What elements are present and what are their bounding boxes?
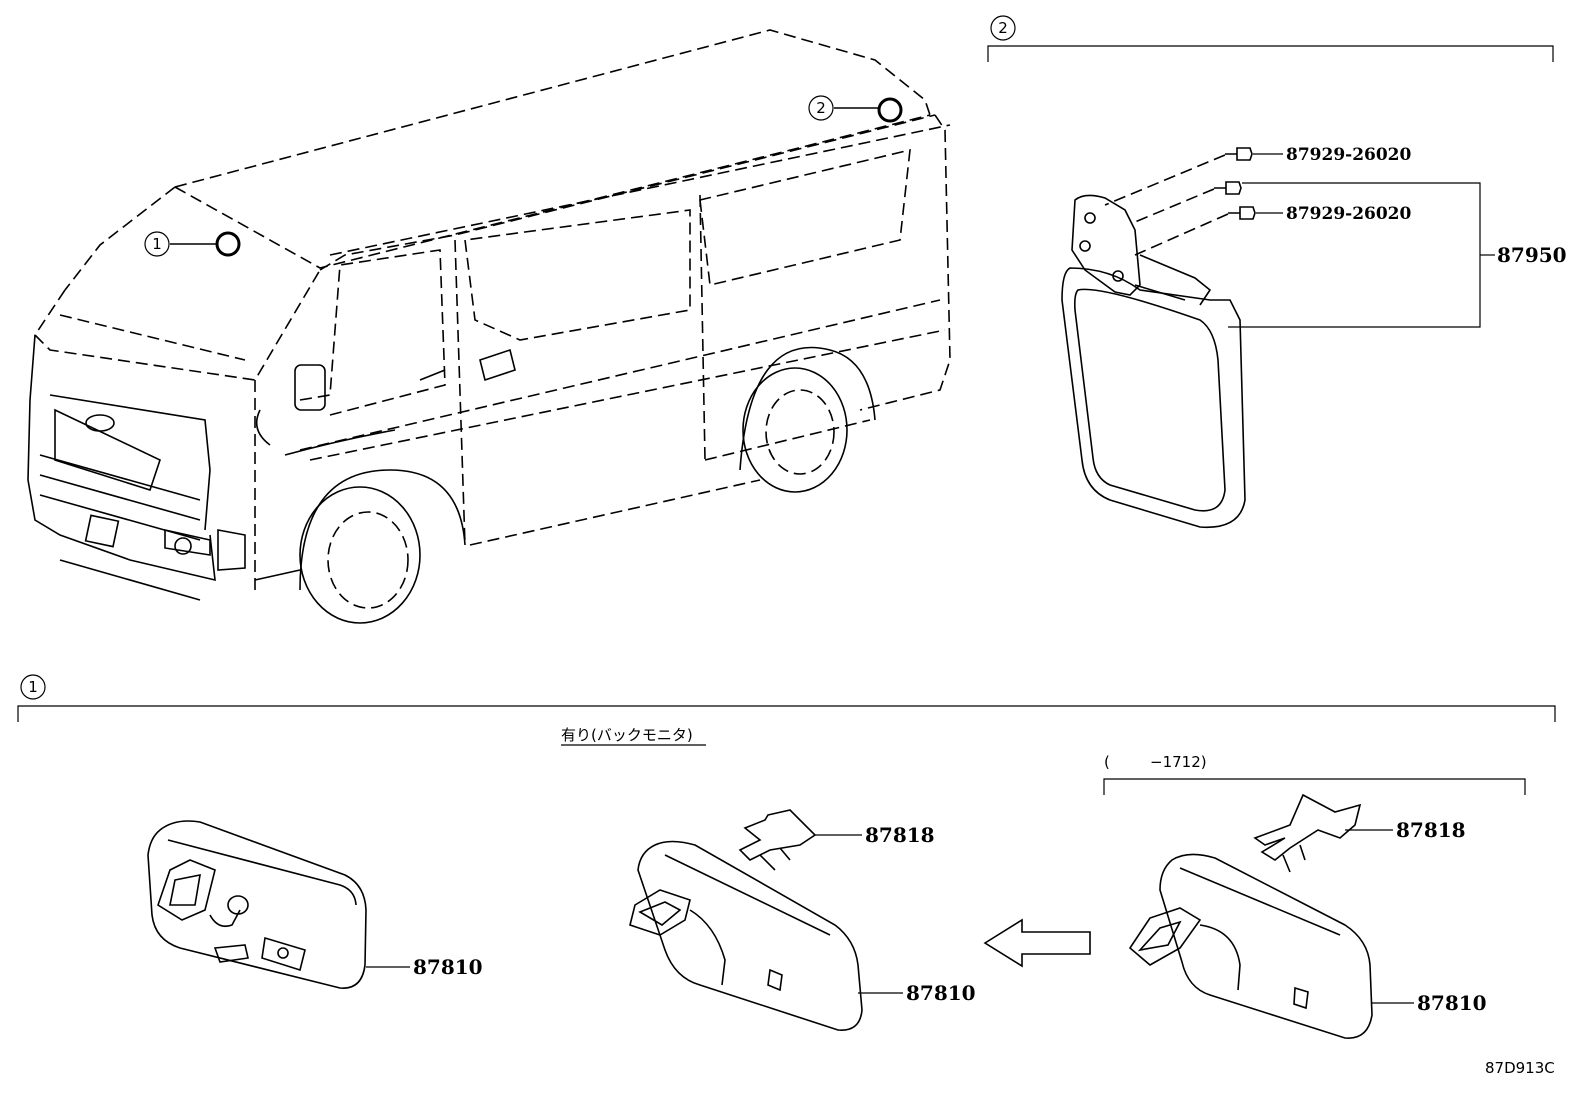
inner-mirror-icon	[1128, 853, 1373, 1039]
callout-number: 2	[998, 19, 1008, 37]
note-range-end: −1712)	[1150, 753, 1207, 771]
diagram-code: 87D913C	[1485, 1059, 1555, 1077]
part-number-cover-2: 87818	[1396, 818, 1466, 842]
part-number-cover-1: 87818	[865, 823, 935, 847]
part-number-inner-mirror-3: 87810	[1417, 991, 1487, 1015]
part-number-inner-mirror-2: 87810	[906, 981, 976, 1005]
callout-marker-1	[215, 231, 241, 257]
note-back-monitor: 有り(バックモニタ)	[561, 726, 693, 744]
callout-2-van: 2	[808, 95, 834, 121]
callout-number: 1	[28, 678, 38, 696]
callout-number: 2	[816, 99, 826, 117]
section-1-header: 1	[17, 674, 1556, 722]
note-range-open: (	[1104, 753, 1110, 771]
range-note: ( −1712)	[1103, 753, 1526, 795]
cover-icon	[1253, 793, 1362, 873]
inner-mirror-icon	[629, 840, 863, 1031]
part-number-bolt-lower: 87929-26020	[1286, 204, 1412, 224]
callout-number: 1	[152, 235, 162, 253]
back-monitor-note: 有り(バックモニタ)	[561, 726, 706, 746]
arrow-left-icon	[983, 918, 1091, 968]
bolt-icon	[1104, 147, 1256, 256]
part-number-outer-mirror: 87950	[1497, 243, 1567, 267]
callout-marker-2	[877, 97, 903, 123]
outer-mirror-icon	[1061, 194, 1246, 529]
inner-mirror-icon	[147, 820, 367, 989]
part-number-bolt-upper: 87929-26020	[1286, 145, 1412, 165]
callout-1-van: 1	[144, 231, 170, 257]
cover-icon	[738, 809, 817, 871]
section-2-header: 2	[987, 15, 1554, 62]
van-icon	[27, 29, 951, 624]
part-number-inner-mirror-1: 87810	[413, 955, 483, 979]
